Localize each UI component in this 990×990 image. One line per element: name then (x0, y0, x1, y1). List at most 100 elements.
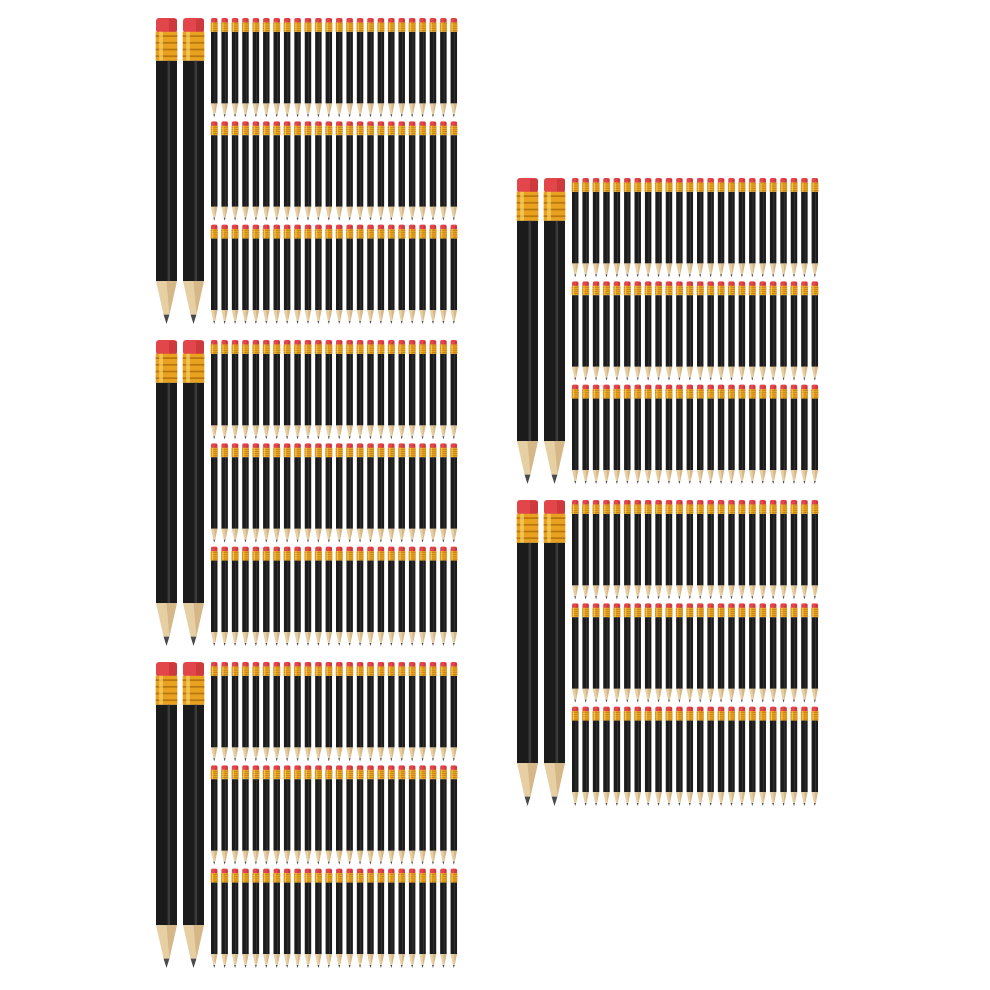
ferrule-band (294, 667, 302, 669)
ferrule-band (387, 558, 395, 560)
pencil-eraser-shade (235, 547, 239, 553)
small-pencil (582, 178, 590, 278)
ferrule-highlight (295, 447, 297, 458)
pencil-ferrule (408, 873, 416, 883)
ferrule-highlight (687, 285, 689, 296)
pencil-ferrule (419, 447, 427, 458)
pencil-eraser (429, 18, 437, 24)
pencil-ferrule (634, 389, 642, 399)
small-pencil (221, 765, 229, 865)
ferrule-band (602, 392, 611, 394)
ferrule-band (780, 392, 788, 394)
pencil-ferrule (419, 125, 427, 136)
ferrule-highlight (243, 769, 245, 780)
pencil-body (728, 295, 735, 367)
small-pencil-row (571, 178, 819, 278)
pencil-ferrule (419, 22, 427, 32)
ferrule-band (346, 556, 354, 558)
pencil-body (242, 675, 249, 748)
pencil-wood-shade (637, 470, 641, 481)
ferrule-band (790, 390, 798, 391)
pencil-ferrule (325, 22, 333, 32)
pencil-wood-shade (453, 425, 458, 437)
pencil-ferrule (811, 504, 819, 514)
ferrule-highlight (739, 389, 741, 399)
pencil-eraser (429, 443, 437, 449)
small-pencil (623, 384, 631, 484)
ferrule-highlight (243, 447, 245, 458)
ferrule-highlight (211, 229, 214, 239)
small-pencil (811, 603, 819, 703)
pencil-wood-shade (658, 263, 662, 275)
ferrule-band (408, 773, 416, 774)
pencil-body (408, 31, 416, 104)
ferrule-band (241, 232, 250, 234)
pencil-lead (740, 480, 743, 484)
pencil-eraser-shade (444, 341, 447, 346)
pencil-lead (813, 596, 816, 600)
pencil-eraser-shade (701, 501, 704, 506)
pencil-eraser-shade (753, 501, 756, 506)
ferrule-highlight (409, 229, 412, 239)
ferrule-band (571, 394, 579, 396)
pencil-eraser (283, 121, 291, 127)
ferrule-band (398, 347, 406, 349)
ferrule-band (408, 131, 416, 132)
ferrule-highlight (368, 22, 370, 32)
pencil-body (221, 353, 228, 426)
pencil-eraser (697, 500, 704, 506)
pencil-body-highlight (742, 513, 743, 586)
pencil-lead (327, 320, 330, 324)
pencil-body-highlight (235, 779, 237, 851)
pencil-eraser (592, 178, 600, 184)
pencil-eraser-shade (412, 225, 416, 231)
pencil-lead (234, 861, 236, 865)
small-pencil (790, 178, 798, 278)
pencil-ferrule (377, 229, 385, 239)
ferrule-band (429, 345, 437, 347)
pencil-body-highlight (349, 882, 351, 955)
pencil-ferrule (283, 666, 291, 676)
pencil-body (592, 617, 600, 689)
ferrule-band (304, 667, 312, 669)
ferrule-highlight (232, 769, 234, 780)
pencil-eraser-shade (246, 19, 249, 24)
ferrule-band (429, 451, 437, 452)
pencil-ferrule (314, 344, 322, 354)
pencil-eraser-shade (412, 444, 416, 449)
pencil-eraser-shade (773, 179, 777, 184)
small-pencil (366, 340, 375, 440)
ferrule-band (623, 509, 631, 511)
ferrule-band (262, 455, 270, 457)
ferrule-band (252, 133, 260, 135)
pencil-lead (338, 114, 341, 118)
pencil-eraser-shade (433, 663, 437, 668)
small-pencil (623, 281, 631, 381)
ferrule-band (231, 453, 239, 454)
ferrule-highlight (441, 873, 443, 883)
ferrule-band (707, 613, 715, 614)
pencil-eraser (377, 340, 385, 346)
small-pencil (283, 765, 291, 865)
pencil-eraser-shade (340, 547, 343, 553)
ferrule-band (707, 390, 715, 391)
ferrule-band (356, 874, 364, 875)
pencil-eraser-shade (402, 122, 405, 127)
ferrule-highlight (697, 504, 700, 514)
ferrule-highlight (378, 551, 380, 561)
small-pencil (623, 603, 631, 703)
pencil-body (356, 238, 364, 311)
pencil-ferrule (738, 389, 746, 399)
ferrule-band (325, 234, 333, 236)
ferrule-band (429, 876, 437, 878)
ferrule-band (304, 554, 312, 556)
pencil-body (273, 457, 280, 529)
pencil-body (294, 135, 301, 207)
pencil-body (263, 675, 270, 748)
ferrule-band (655, 286, 663, 288)
pencil-wood-shade (214, 103, 218, 115)
ferrule-highlight (441, 666, 443, 676)
pencil-eraser-shade (392, 225, 395, 231)
ferrule-band (221, 777, 229, 779)
ferrule-band (398, 25, 406, 27)
